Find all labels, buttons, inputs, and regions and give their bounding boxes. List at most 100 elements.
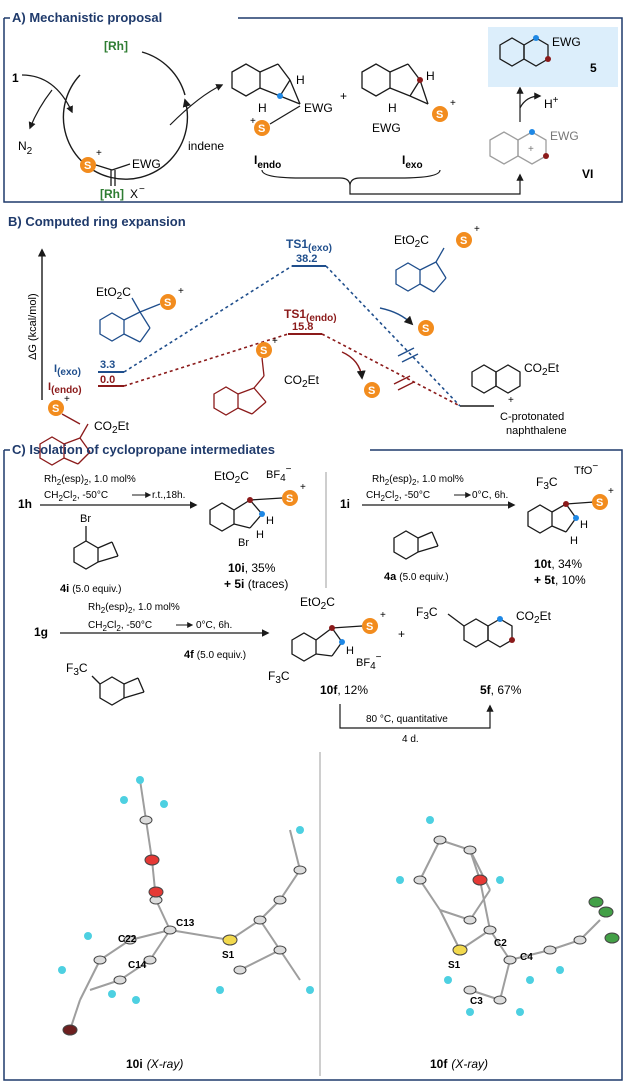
svg-text:S: S	[368, 385, 375, 397]
svg-text:H: H	[266, 515, 274, 527]
svg-text:C4: C4	[520, 952, 533, 963]
h-plus-label: H+	[544, 95, 559, 111]
svg-text:10f, 12%: 10f, 12%	[320, 683, 368, 697]
ts1-endo-label: TS1(endo)	[284, 307, 337, 324]
svg-text:S: S	[460, 235, 467, 247]
svg-text:S: S	[52, 403, 59, 415]
svg-text:H: H	[580, 519, 588, 531]
svg-text:H: H	[346, 645, 354, 657]
svg-text:5: 5	[590, 61, 597, 75]
svg-text:80 °C, quantitative: 80 °C, quantitative	[366, 714, 448, 725]
svg-text:CH2Cl2, -50°C: CH2Cl2, -50°C	[366, 490, 430, 503]
svg-text:r.t.,18h.: r.t.,18h.	[152, 490, 185, 501]
svg-text:X: X	[130, 187, 138, 201]
svg-text:+: +	[474, 224, 480, 235]
svg-text:EWG: EWG	[132, 157, 161, 171]
svg-text:+ 5t, 10%: + 5t, 10%	[534, 573, 586, 587]
svg-text:S1: S1	[448, 960, 461, 971]
svg-text:S: S	[596, 497, 603, 509]
svg-text:+: +	[272, 336, 278, 347]
svg-text:F3C: F3C	[536, 475, 558, 492]
i-endo-value: 0.0	[100, 374, 115, 386]
svg-text:S: S	[258, 123, 265, 135]
panel-a: A) Mechanistic proposal [Rh] 1 N2 indene…	[3, 10, 623, 203]
svg-text:Br: Br	[80, 513, 91, 525]
svg-text:Iexo: Iexo	[402, 153, 423, 171]
svg-text:−: −	[139, 184, 145, 195]
svg-text:H: H	[296, 73, 305, 87]
product-5-structure: EWG 5	[488, 27, 618, 87]
svg-text:0°C, 6h.: 0°C, 6h.	[196, 620, 232, 631]
b-i-endo-structure: S + CO2Et	[39, 394, 130, 466]
reaction-2: 1i Rh2(esp)2, 1.0 mol% CH2Cl2, -50°C 0°C…	[340, 461, 614, 587]
svg-text:Br: Br	[238, 537, 249, 549]
svg-text:0°C, 6h.: 0°C, 6h.	[472, 490, 508, 501]
svg-text:H: H	[426, 69, 435, 83]
svg-text:CO2Et: CO2Et	[516, 609, 552, 626]
svg-text:S: S	[84, 160, 91, 172]
svg-text:+: +	[398, 627, 405, 641]
svg-text:C14: C14	[128, 960, 147, 971]
i-exo-structure: H H EWG S + Iexo	[361, 63, 456, 171]
ts1-endo-value: 15.8	[292, 321, 313, 333]
svg-text:EWG: EWG	[552, 35, 581, 49]
svg-text:CH2Cl2, -50°C: CH2Cl2, -50°C	[88, 620, 152, 633]
svg-text:EWG: EWG	[372, 121, 401, 135]
compound-1-label: 1	[12, 71, 19, 85]
xray-structure-10f: S1 C2 C4 C3 10f(X-ray)	[396, 816, 620, 1071]
svg-text:H: H	[570, 535, 578, 547]
reaction-1: 1h Rh2(esp)2, 1.0 mol% CH2Cl2, -50°C r.t…	[18, 464, 306, 595]
svg-text:EWG: EWG	[304, 101, 333, 115]
svg-text:C22: C22	[118, 934, 137, 945]
svg-text:+: +	[450, 98, 456, 109]
b-product-structure: + CO2Et C-protonated naphthalene	[471, 361, 567, 437]
svg-text:4f(5.0 equiv.): 4f(5.0 equiv.)	[184, 649, 246, 661]
svg-text:S: S	[422, 323, 429, 335]
svg-text:5f, 67%: 5f, 67%	[480, 683, 522, 697]
svg-text:[Rh]: [Rh]	[100, 187, 124, 201]
rh-catalyst-label: [Rh]	[104, 39, 128, 53]
svg-text:H: H	[256, 529, 264, 541]
svg-text:naphthalene: naphthalene	[506, 425, 567, 437]
svg-text:CO2Et: CO2Et	[524, 361, 560, 378]
b-i-exo-structure: EtO2C S +	[96, 285, 184, 343]
svg-text:BF4−: BF4−	[356, 652, 382, 672]
sulfide-leaving-exo	[418, 320, 434, 336]
i-exo-label: I(exo)	[54, 363, 81, 378]
svg-text:+: +	[608, 486, 614, 497]
svg-text:1h: 1h	[18, 497, 32, 511]
svg-text:4a(5.0 equiv.): 4a(5.0 equiv.)	[384, 571, 449, 583]
svg-text:H: H	[388, 101, 397, 115]
svg-text:Rh2(esp)2, 1.0 mol%: Rh2(esp)2, 1.0 mol%	[88, 602, 180, 615]
i-endo-label: I(endo)	[48, 381, 82, 396]
svg-text:C-protonated: C-protonated	[500, 411, 564, 423]
intermediate-vi-structure: + EWG VI	[489, 129, 593, 181]
svg-text:4 d.: 4 d.	[402, 734, 419, 745]
ts1-exo-value: 38.2	[296, 253, 317, 265]
svg-text:F3C: F3C	[66, 661, 88, 678]
svg-text:+ 5i (traces): + 5i (traces)	[224, 577, 288, 591]
n2-label: N2	[18, 139, 33, 157]
svg-text:10i(X-ray): 10i(X-ray)	[126, 1057, 183, 1071]
panel-a-title: A) Mechanistic proposal	[12, 10, 162, 25]
svg-text:+: +	[96, 148, 102, 159]
svg-text:4i(5.0 equiv.): 4i(5.0 equiv.)	[60, 583, 121, 595]
svg-text:EtO2C: EtO2C	[300, 595, 335, 612]
svg-text:10t, 34%: 10t, 34%	[534, 557, 582, 571]
svg-text:S1: S1	[222, 950, 235, 961]
svg-text:CO2Et: CO2Et	[94, 419, 130, 436]
svg-text:EtO2C: EtO2C	[96, 285, 131, 302]
svg-text:Iendo: Iendo	[254, 153, 281, 171]
ts1-exo-label: TS1(exo)	[286, 237, 332, 254]
xray-structure-10i: C22 C13 C14 S1 10i(X-ray)	[58, 776, 314, 1071]
svg-text:Rh2(esp)2, 1.0 mol%: Rh2(esp)2, 1.0 mol%	[372, 474, 464, 487]
b-ts1-endo-structure: S + CO2Et	[213, 336, 320, 416]
svg-text:F3C: F3C	[268, 669, 290, 686]
indene-label: indene	[188, 139, 224, 153]
svg-text:+: +	[508, 395, 514, 406]
y-axis-label: ΔG (kcal/mol)	[27, 293, 39, 360]
svg-text:S: S	[164, 297, 171, 309]
panel-b-title: B) Computed ring expansion	[8, 214, 186, 229]
